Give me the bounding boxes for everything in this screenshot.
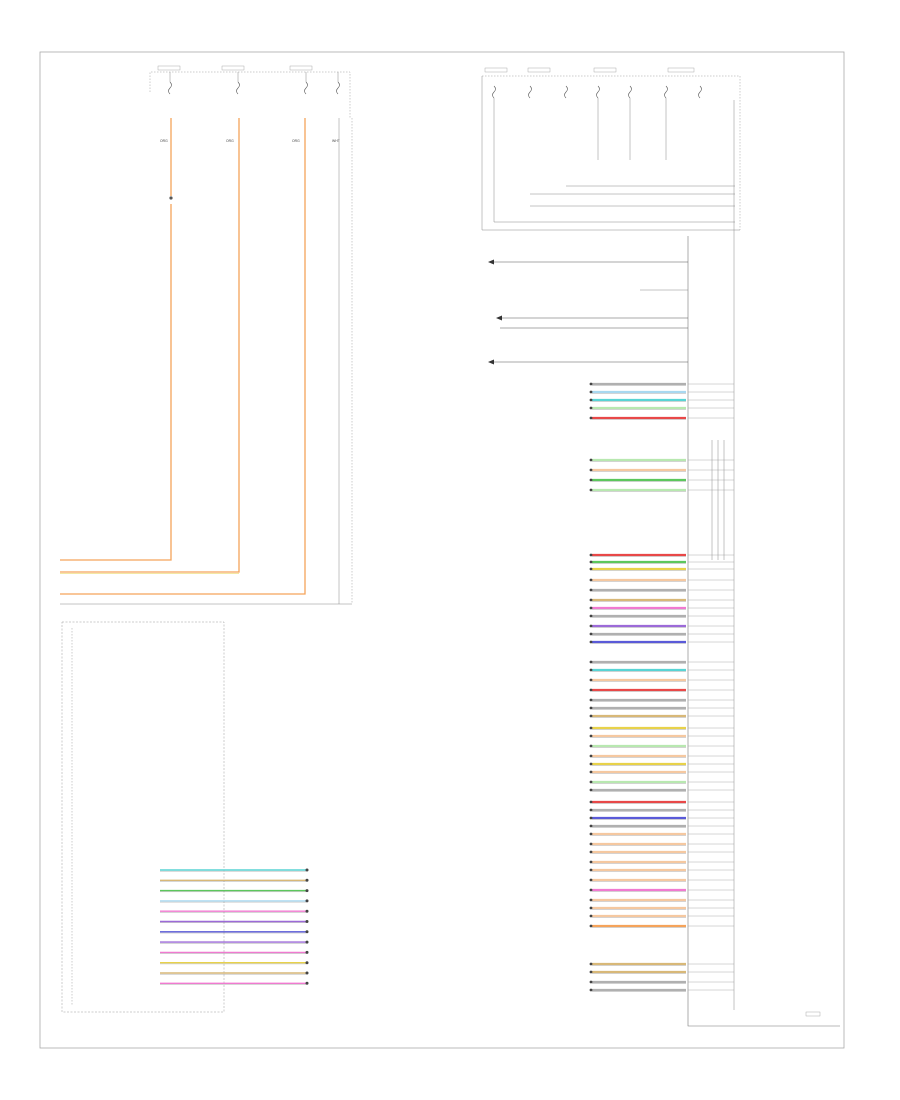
right-row-terminal xyxy=(589,800,593,804)
right-row-terminal xyxy=(589,808,593,812)
left-row-terminal xyxy=(305,878,309,882)
left-row-terminal xyxy=(305,909,309,913)
left-feed-wires xyxy=(60,118,353,605)
right-row-terminal xyxy=(589,553,593,557)
right-row-terminal xyxy=(589,780,593,784)
right-row-terminal xyxy=(589,698,593,702)
diagram-frame xyxy=(39,51,845,1049)
right-signal-rows xyxy=(589,382,734,992)
right-row-terminal xyxy=(589,560,593,564)
right-row-terminal xyxy=(589,714,593,718)
left-row-terminal xyxy=(305,920,309,923)
right-row-terminal xyxy=(589,878,593,882)
right-row-terminal xyxy=(589,660,593,664)
wire-color-3: ORG xyxy=(292,139,300,143)
right-row-terminal xyxy=(589,988,593,992)
right-row-terminal xyxy=(589,980,593,984)
right-module xyxy=(687,100,840,1027)
right-row-terminal xyxy=(589,962,593,966)
left-row-terminal xyxy=(305,950,309,954)
right-row-terminal xyxy=(589,632,593,636)
right-row-terminal xyxy=(589,624,593,628)
right-row-terminal xyxy=(589,468,593,472)
right-row-terminal xyxy=(589,398,593,402)
right-row-terminal xyxy=(589,726,593,730)
left-fuse-block: ORG ORG ORG WHT xyxy=(149,65,351,143)
left-module xyxy=(61,621,225,1013)
right-row-terminal xyxy=(589,850,593,854)
right-row-terminal xyxy=(589,567,593,571)
right-row-terminal xyxy=(589,832,593,836)
right-row-terminal xyxy=(589,914,593,918)
right-row-terminal xyxy=(589,744,593,748)
right-row-terminal xyxy=(589,416,593,420)
right-row-terminal xyxy=(589,770,593,774)
right-row-terminal xyxy=(589,478,593,482)
right-row-terminal xyxy=(589,578,593,582)
right-row-terminal xyxy=(589,606,593,610)
right-row-terminal xyxy=(589,382,593,386)
right-row-terminal xyxy=(589,688,593,692)
right-row-terminal xyxy=(589,868,593,872)
right-row-terminal xyxy=(589,842,593,846)
right-row-terminal xyxy=(589,898,593,902)
left-row-terminal xyxy=(305,940,309,944)
right-row-terminal xyxy=(589,924,593,928)
right-row-terminal xyxy=(589,406,593,410)
left-row-terminal xyxy=(305,889,309,893)
right-row-terminal xyxy=(589,598,593,602)
right-row-terminal xyxy=(589,860,593,864)
right-row-terminal xyxy=(589,488,593,492)
right-row-terminal xyxy=(589,458,593,462)
wire-color-1: ORG xyxy=(160,139,168,143)
left-row-terminal xyxy=(305,961,309,965)
right-row-terminal xyxy=(589,668,593,672)
left-row-terminal xyxy=(305,930,309,934)
right-row-terminal xyxy=(589,888,593,892)
left-bottom-rows xyxy=(160,868,309,985)
right-row-terminal xyxy=(589,816,593,820)
right-row-terminal xyxy=(589,906,593,910)
right-row-terminal xyxy=(589,390,593,394)
right-row-terminal xyxy=(589,640,593,644)
right-input-arrows xyxy=(488,259,688,365)
right-row-terminal xyxy=(589,824,593,828)
left-row-terminal xyxy=(305,971,309,975)
right-row-terminal xyxy=(589,678,593,682)
right-row-terminal xyxy=(589,970,593,974)
right-row-terminal xyxy=(589,588,593,592)
wire-color-2: ORG xyxy=(226,139,234,143)
right-row-terminal xyxy=(589,788,593,792)
wire-color-4: WHT xyxy=(332,139,340,143)
right-row-terminal xyxy=(589,754,593,758)
right-fuse-block xyxy=(481,67,741,231)
right-row-terminal xyxy=(589,614,593,618)
right-row-terminal xyxy=(589,762,593,766)
left-row-terminal xyxy=(305,868,309,872)
left-row-terminal xyxy=(305,981,309,985)
right-row-terminal xyxy=(589,706,593,710)
left-row-terminal xyxy=(305,899,309,903)
right-row-terminal xyxy=(589,734,593,738)
